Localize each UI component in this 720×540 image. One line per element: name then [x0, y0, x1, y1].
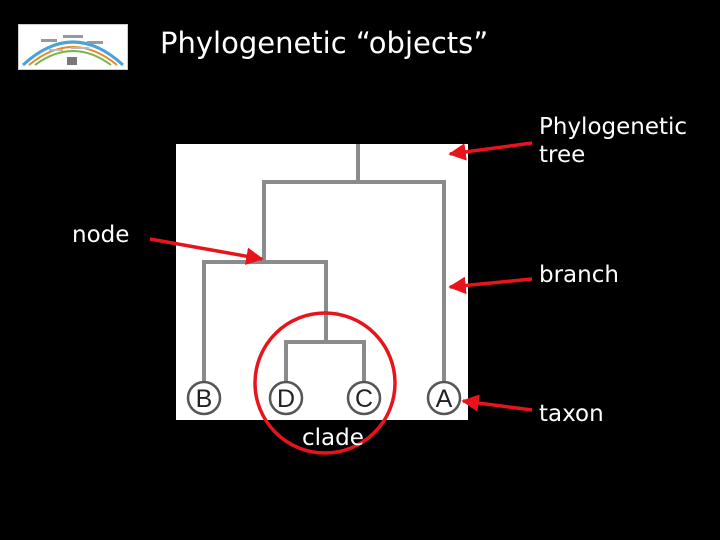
taxon-label-d: D: [277, 385, 295, 413]
taxon-circle-b: [186, 380, 222, 416]
clade-label: clade: [302, 425, 364, 451]
taxon-label: taxon: [539, 401, 604, 427]
branch-label: branch: [539, 262, 619, 288]
taxon-label-a: A: [436, 385, 453, 413]
phylogenetic-tree-diagram: B D C A: [186, 144, 462, 416]
taxon-circle-a: [426, 380, 462, 416]
node-label: node: [72, 222, 130, 248]
tree-panel: B D C A: [176, 144, 468, 420]
tree-label: Phylogenetic tree: [539, 114, 687, 169]
node-arrow: [149, 237, 264, 265]
taxa: B D C A: [186, 380, 462, 416]
thumbnail-image: [18, 24, 128, 70]
taxon-circle-c: [346, 380, 382, 416]
taxon-label-c: C: [355, 385, 373, 413]
tree-arrow: [448, 141, 533, 161]
tree-branches: [202, 144, 446, 386]
tree-label-line2: tree: [539, 141, 586, 168]
slide-title: Phylogenetic “objects”: [160, 26, 489, 60]
taxon-circle-d: [268, 380, 304, 416]
branch-arrow: [448, 276, 533, 295]
taxon-label-b: B: [196, 385, 213, 413]
tree-label-line1: Phylogenetic: [539, 114, 688, 140]
taxon-arrow: [461, 394, 533, 412]
clade-circle: [253, 311, 397, 455]
